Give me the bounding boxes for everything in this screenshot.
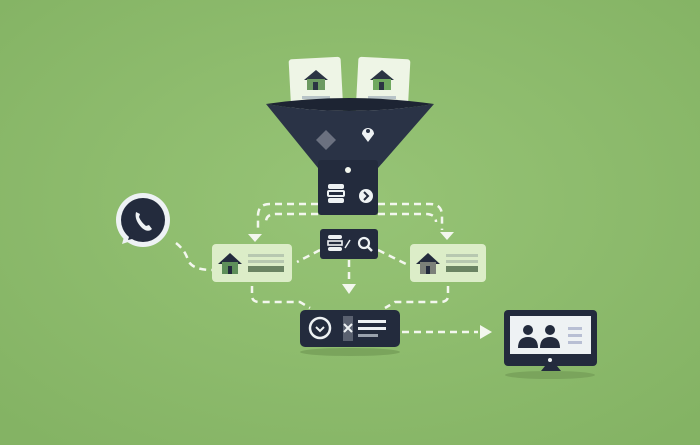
whatsapp-icon (116, 193, 170, 247)
connectors (175, 138, 478, 334)
arrow-icon (440, 232, 454, 240)
arrow-icon (359, 189, 373, 203)
monitor-icon (504, 310, 597, 371)
arrow-icon (248, 234, 262, 242)
arrow-icon (480, 325, 492, 339)
users-icon (518, 325, 560, 348)
database-icon (327, 184, 345, 203)
house-icon (416, 253, 440, 264)
property-card-left (212, 244, 292, 282)
arrowheads (248, 232, 492, 339)
approval-node (300, 310, 400, 347)
arrow-icon (342, 284, 356, 294)
check-icon (308, 316, 332, 340)
property-card-right (410, 244, 486, 282)
house-icon (218, 253, 242, 264)
database-icon (327, 235, 343, 251)
list-icon (358, 320, 386, 337)
funnel-icon (266, 98, 434, 215)
database-search-node (320, 229, 378, 259)
diamond-icon (316, 130, 336, 150)
search-icon (357, 236, 373, 252)
location-pin-icon (362, 128, 374, 142)
